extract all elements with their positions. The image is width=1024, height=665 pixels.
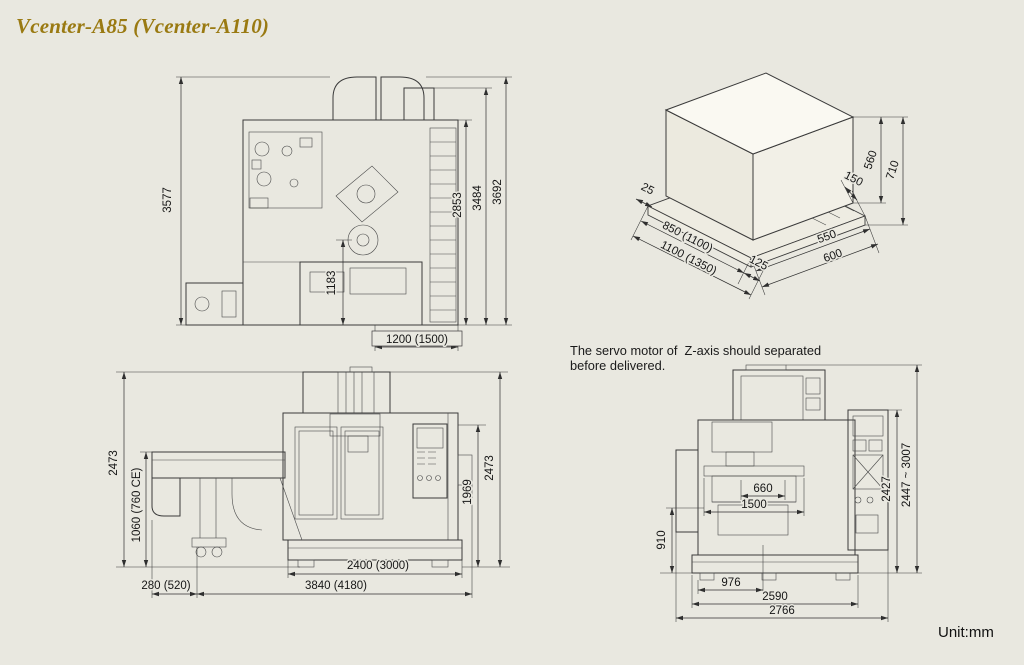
front-view: 2473 1060 (760 CE) 1969 2473 2400 (3000)… (107, 366, 510, 598)
front-view-dimensions: 2473 1060 (760 CE) 1969 2473 2400 (3000)… (107, 371, 510, 598)
dim-front-depth: 976 (721, 577, 740, 589)
dim-table-width: 660 (753, 483, 772, 495)
dim-body-height: 2853 (452, 192, 464, 218)
dim-edge-offset: 25 (639, 181, 656, 198)
top-view-dimensions: 3577 2853 3484 3692 1183 1200 (1500) (161, 76, 512, 351)
dim-mid-height: 3484 (472, 185, 484, 211)
servo-motor-note-line2: before delivered. (570, 357, 666, 373)
side-view-machine-outline (675, 364, 889, 581)
dim-total-height: 3577 (162, 187, 174, 213)
front-view-control-panel (412, 423, 448, 499)
dim-overall-height: 3692 (492, 179, 504, 205)
front-view-machine-outline (151, 366, 473, 568)
dim-overall-height-range: 2447 ~ 3007 (901, 443, 913, 507)
side-view-dimensions: 660 1500 910 976 2590 2766 2427 2447 ~ 3… (655, 364, 922, 622)
dim-base-width: 2400 (3000) (347, 560, 409, 572)
dim-front-overall-height-left: 2473 (108, 450, 120, 476)
dim-door-height: 1969 (462, 479, 474, 505)
dim-overall-width: 3840 (4180) (305, 580, 367, 592)
dim-table-height: 910 (656, 530, 668, 549)
dim-width: 1200 (1500) (386, 334, 448, 346)
unit-label: Unit:mm (938, 624, 994, 641)
side-view: 660 1500 910 976 2590 2766 2427 2447 ~ 3… (655, 364, 922, 622)
top-view: 3577 2853 3484 3692 1183 1200 (1500) (161, 76, 512, 351)
dim-front-overall-height-right: 2473 (484, 455, 496, 481)
dim-cabinet-height: 2427 (881, 476, 893, 502)
side-view-electrical-cabinet (847, 409, 889, 551)
front-view-chip-conveyor (151, 451, 286, 479)
dim-lower-section: 1183 (326, 271, 338, 296)
side-view-column (732, 369, 826, 421)
dim-box-height: 560 (862, 149, 879, 171)
dim-conveyor-height: 1060 (760 CE) (131, 467, 143, 542)
servo-motor-note: The servo motor of Z-axis should separat… (570, 343, 822, 373)
dim-conveyor-extension: 280 (520) (141, 580, 190, 592)
dim-iso-overall-height: 710 (884, 159, 901, 181)
dim-table-length: 1500 (741, 499, 767, 511)
dim-overall-depth: 2766 (769, 605, 795, 617)
iso-box (664, 72, 855, 241)
top-view-machine-outline (185, 76, 459, 326)
front-view-body (282, 412, 459, 541)
servo-motor-note-line1: The servo motor of Z-axis should separat… (570, 343, 822, 358)
dim-pallet-depth-overall: 600 (822, 247, 844, 265)
page-title: Vcenter-A85 (Vcenter-A110) (16, 14, 270, 38)
dim-base-depth: 2590 (762, 591, 788, 603)
top-view-side-attachment (185, 282, 244, 326)
side-view-table (703, 465, 805, 477)
front-view-column (302, 371, 391, 414)
side-view-base (691, 554, 859, 574)
iso-view: 25 850 (1100) 1100 (1350) 125 550 600 15… (630, 72, 908, 300)
front-view-base (287, 539, 463, 561)
